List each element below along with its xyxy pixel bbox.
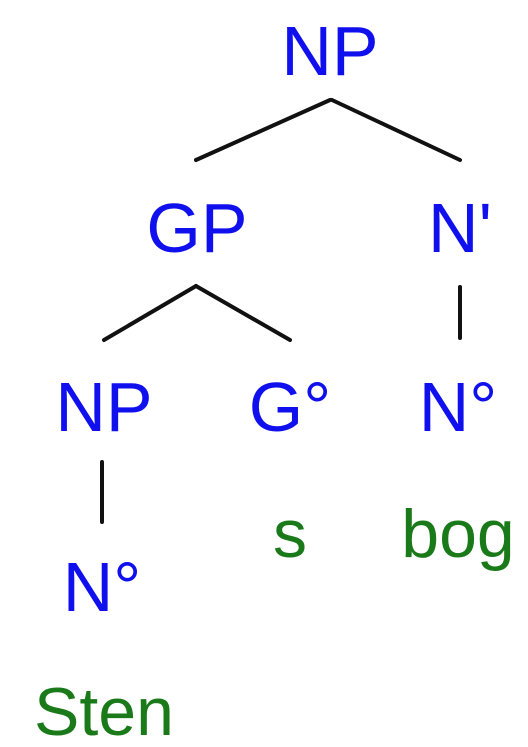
word-bog: bog	[401, 496, 515, 572]
edge-gp-to-np-poss	[102, 284, 198, 342]
node-nbar: N'	[428, 189, 492, 267]
node-g-head: G°	[248, 368, 332, 446]
node-np-possessor: NP	[55, 368, 153, 446]
word-sten: Sten	[34, 674, 174, 747]
word-s: s	[273, 496, 307, 572]
edge-np-root-to-gp	[194, 98, 332, 162]
edge-np-root-to-nbar	[330, 98, 462, 162]
edge-gp-to-g0	[194, 284, 292, 342]
node-gp: GP	[146, 189, 248, 267]
node-np-root: NP	[281, 12, 379, 90]
node-n-head: N°	[418, 368, 498, 446]
node-n-possessor-head: N°	[62, 548, 142, 626]
